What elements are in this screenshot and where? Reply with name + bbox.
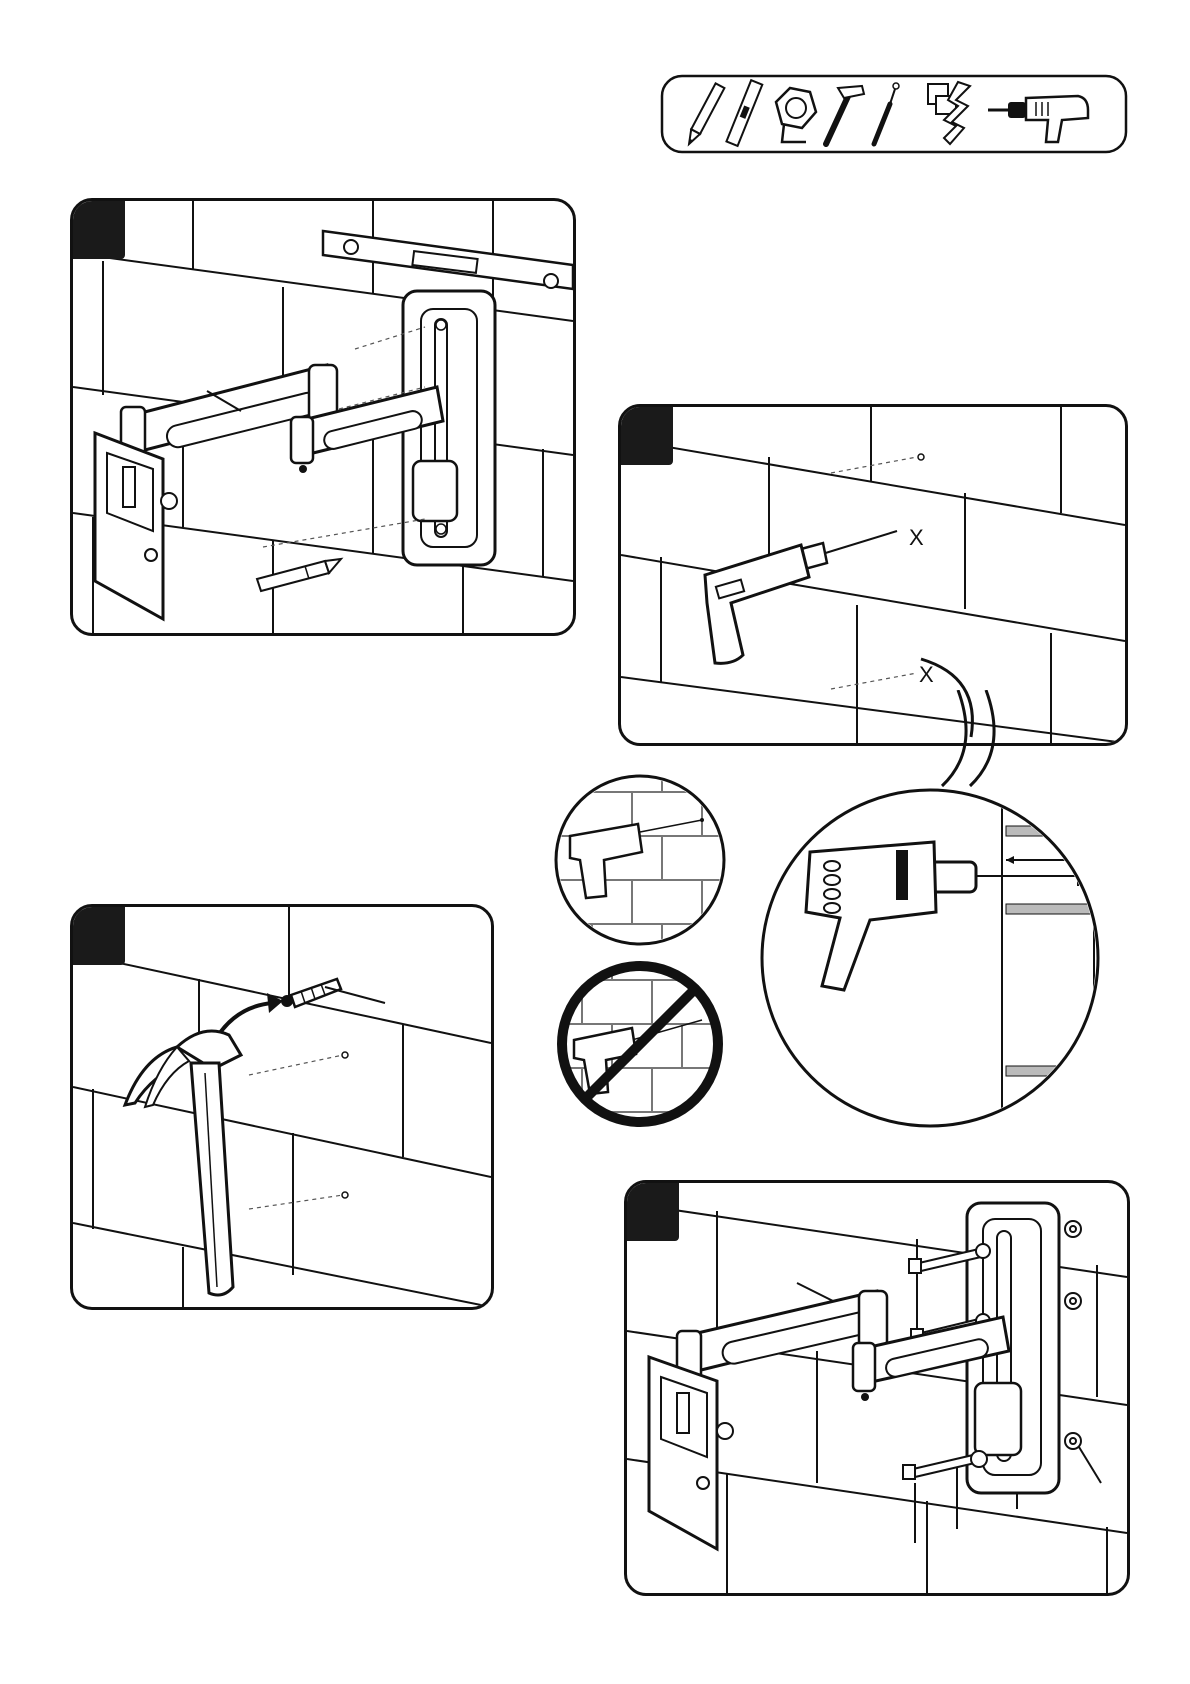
pencil-icon <box>257 559 341 591</box>
step-1-badge <box>73 201 125 259</box>
tools-panel <box>660 74 1128 154</box>
step-2-badge <box>621 407 673 465</box>
incorrect-drilling <box>552 956 728 1132</box>
spirit-level-icon <box>323 231 573 289</box>
step-3-panel <box>70 904 494 1310</box>
drill-mark-upper: X <box>909 525 924 550</box>
step-4-badge <box>627 1183 679 1241</box>
drill-mark-lower: X <box>919 662 934 687</box>
step-1-panel <box>70 198 576 636</box>
drill-depth-detail <box>744 690 1134 1130</box>
wall-mount-arm-icon <box>649 1291 1009 1549</box>
step-4-panel <box>624 1180 1130 1596</box>
correct-drilling <box>552 772 728 948</box>
step-3-badge <box>73 907 125 965</box>
